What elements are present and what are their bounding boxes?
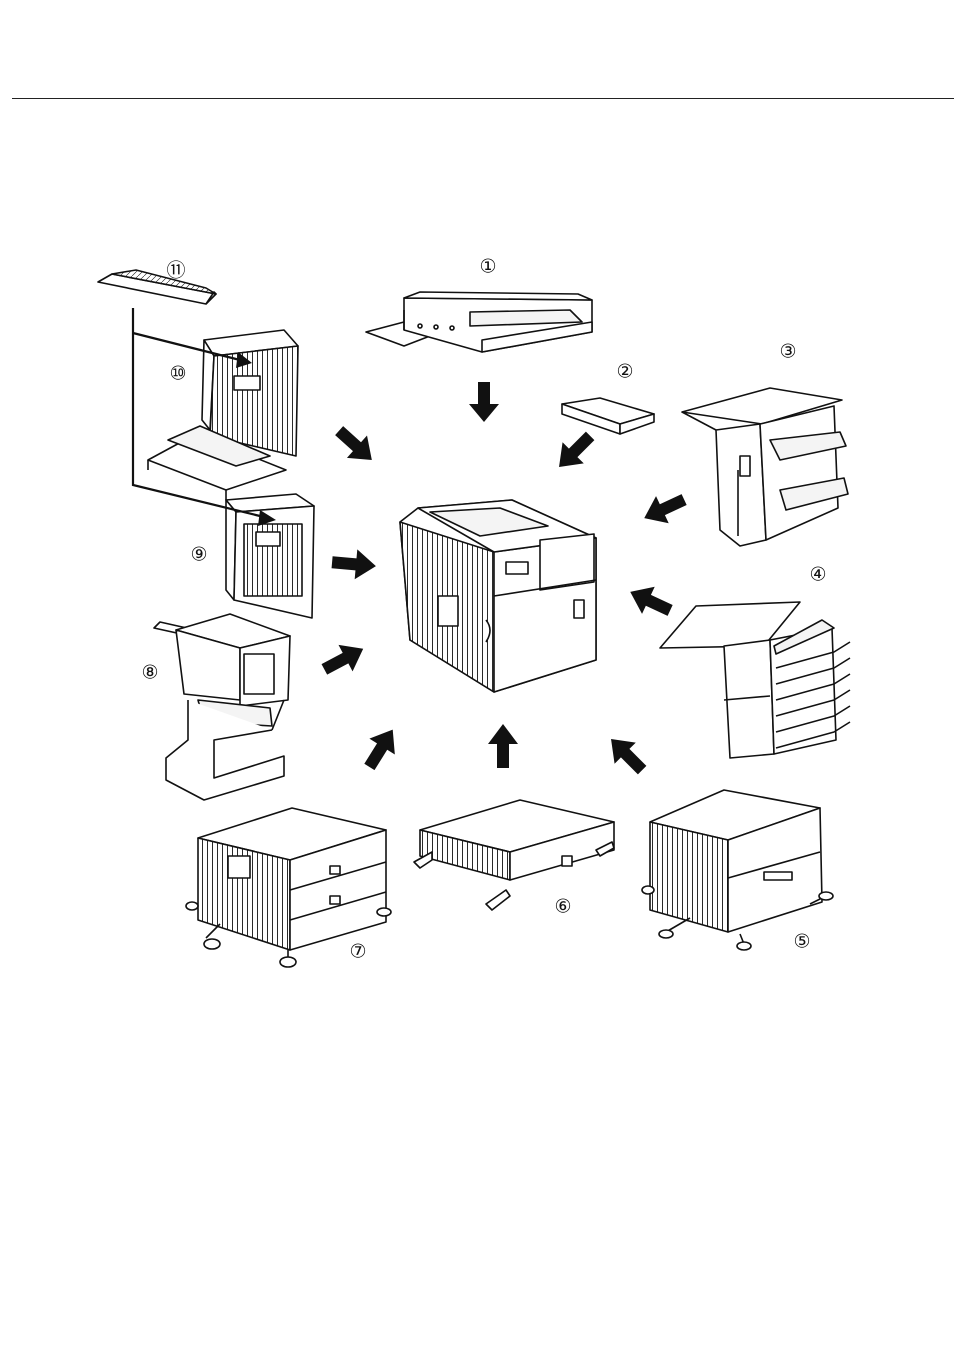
label-3: ③ — [779, 343, 796, 362]
main-printer-icon — [400, 500, 596, 692]
arrow-from-mailbox-finisher — [624, 578, 677, 624]
label-8: ⑧ — [141, 664, 158, 683]
scanner-document-feeder-icon — [366, 292, 592, 352]
arrow-from-triple-tray-stand — [357, 722, 406, 775]
label-2: ② — [616, 363, 633, 382]
label-4: ④ — [809, 566, 826, 585]
label-1: ① — [479, 258, 496, 277]
finisher-on-stand-icon — [154, 614, 290, 800]
paper-feed-unit-icon — [414, 800, 614, 910]
arrow-from-duplex-module — [331, 547, 377, 581]
label-7: ⑦ — [349, 943, 366, 962]
duplex-module-icon — [226, 494, 314, 618]
label-6: ⑥ — [554, 898, 571, 917]
arrow-from-finisher-stand — [317, 635, 370, 682]
label-10: ⑩ — [169, 365, 186, 384]
arrow-from-paper-feed-unit — [488, 724, 518, 768]
arrow-from-scanner — [469, 382, 499, 422]
exit-tray-icon — [98, 270, 216, 304]
arrow-from-interface-unit — [548, 425, 600, 477]
label-9: ⑨ — [190, 546, 207, 565]
label-11: ⑪ — [166, 262, 185, 281]
large-capacity-tray-stand-icon — [642, 790, 833, 950]
mailbox-finisher-icon — [660, 602, 850, 758]
arrow-from-saddle-finisher — [638, 486, 691, 532]
interface-unit-icon — [562, 398, 654, 434]
arrow-from-duplex-bypass — [329, 419, 382, 471]
saddle-stitch-finisher-icon — [682, 388, 848, 546]
label-5: ⑤ — [793, 933, 810, 952]
arrow-from-large-capacity-tray — [600, 728, 652, 780]
